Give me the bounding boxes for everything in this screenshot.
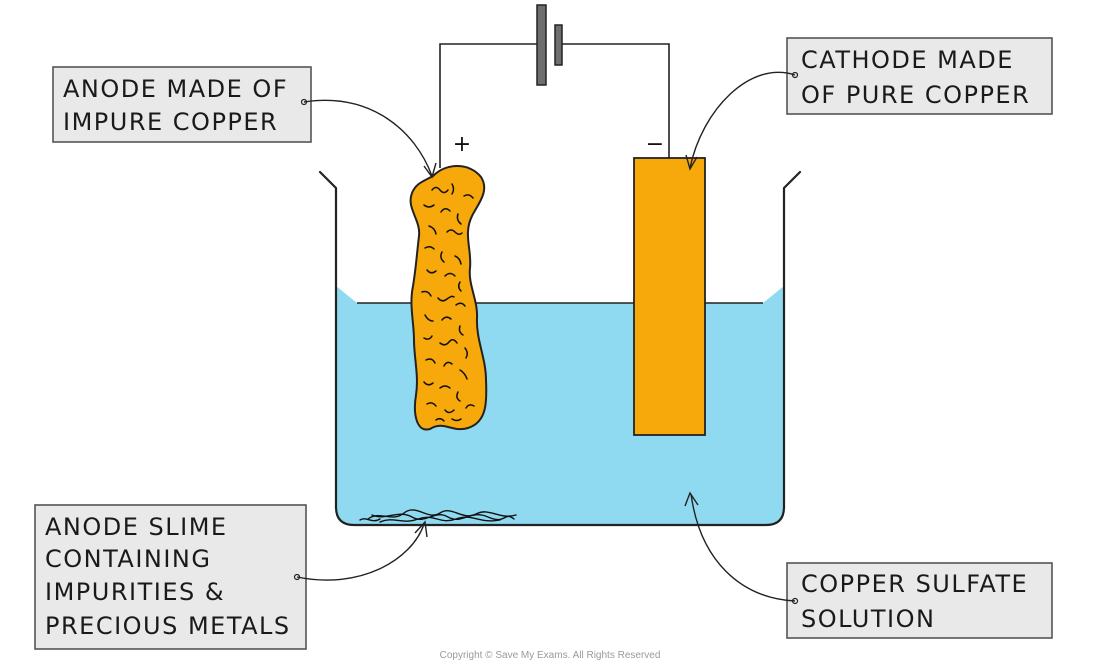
negative-sign: − <box>646 132 664 157</box>
anode-label-line-2: IMPURE COPPER <box>63 108 278 136</box>
slime-label-line-1: ANODE SLIME <box>45 513 228 541</box>
slime-label-line-2: CONTAINING <box>45 545 211 573</box>
solution-label-line-1: COPPER SULFATE <box>801 570 1028 598</box>
copyright-notice: Copyright © Save My Exams. All Rights Re… <box>439 650 661 661</box>
cathode-label-line-1: CATHODE MADE <box>801 46 1014 74</box>
circuit <box>439 4 670 168</box>
solution-label: COPPER SULFATE SOLUTION <box>684 491 1053 639</box>
cathode-label-line-2: OF PURE COPPER <box>801 81 1030 109</box>
copper-sulfate-solution <box>336 286 784 525</box>
solution-pointer-arrow <box>690 493 796 602</box>
anode-label-line-1: ANODE MADE OF <box>63 75 288 103</box>
cathode-pointer-arrow <box>689 71 796 169</box>
anode-pointer-arrow <box>303 99 433 177</box>
anode-slime <box>359 509 517 523</box>
slime-label-line-3: IMPURITIES & <box>45 578 225 606</box>
battery-icon <box>536 4 563 86</box>
cathode-pure-copper <box>633 157 706 436</box>
cathode-pointer-dot <box>791 71 799 79</box>
beaker <box>318 170 802 527</box>
circuit-wire-left <box>439 43 541 168</box>
anode-slime-label: ANODE SLIME CONTAINING IMPURITIES & PREC… <box>34 504 428 650</box>
anode-label: ANODE MADE OF IMPURE COPPER <box>52 66 437 179</box>
slime-label-line-4: PRECIOUS METALS <box>45 612 291 640</box>
circuit-wire-right <box>558 43 670 158</box>
slime-pointer-arrow <box>296 523 425 581</box>
anode-texture <box>421 183 475 422</box>
solution-label-line-2: SOLUTION <box>801 605 935 633</box>
anode-impure-copper <box>409 165 488 431</box>
positive-sign: + <box>453 132 471 157</box>
cathode-label: CATHODE MADE OF PURE COPPER <box>685 37 1053 171</box>
